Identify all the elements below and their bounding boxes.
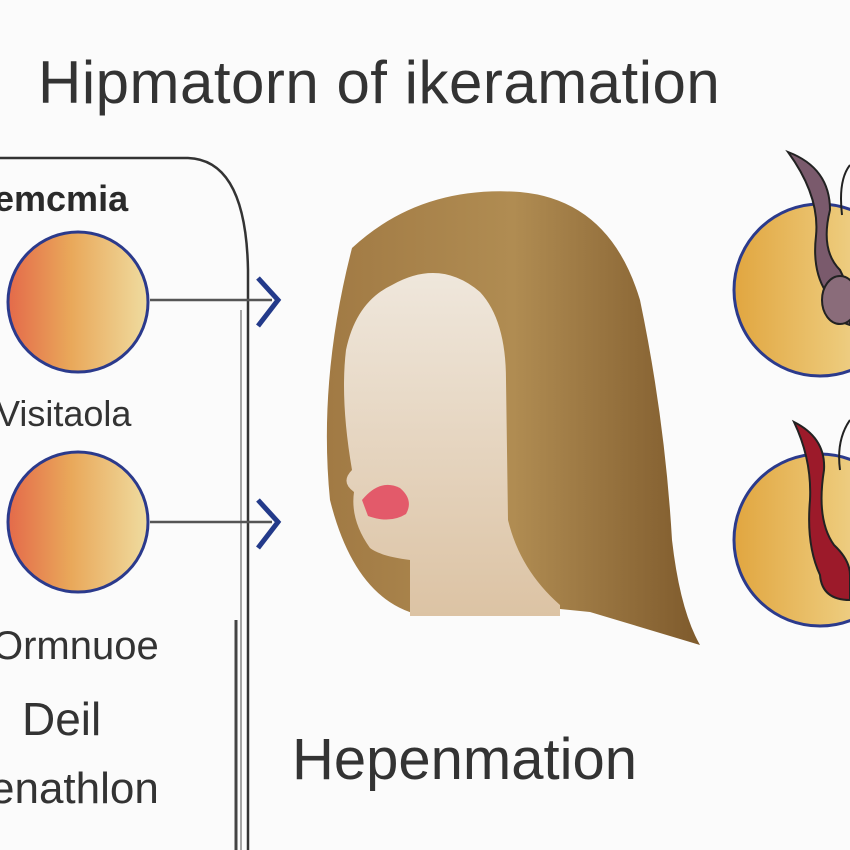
left-label-bottom-3: enathlon (0, 764, 159, 813)
arrow-right-icon (150, 498, 282, 550)
hair-follicle-icon (791, 419, 850, 602)
left-label-middle: Visitaola (0, 393, 132, 434)
left-label-top: emcmia (0, 178, 129, 219)
right-circle-bottom (732, 452, 850, 628)
hair-follicle-icon (785, 149, 850, 327)
head-profile-icon (326, 191, 700, 646)
left-circle-top (6, 230, 150, 374)
arrow-right-icon (150, 276, 282, 328)
left-circle-bottom (6, 450, 150, 594)
bottom-caption: Hepenmation (292, 727, 637, 792)
page-title: Hipmatorn of ikeramation (38, 49, 721, 116)
left-label-bottom-1: Ormnuoe (0, 624, 159, 668)
left-label-bottom-2: Deil (22, 693, 102, 745)
left-panel-border (0, 156, 250, 850)
